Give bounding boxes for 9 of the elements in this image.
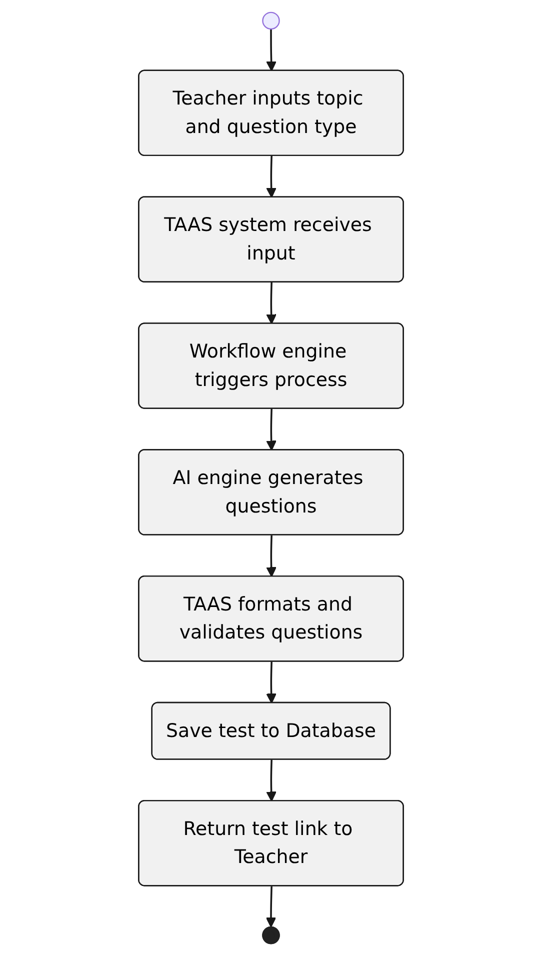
- arrow: [266, 759, 277, 802]
- arrow: [266, 282, 277, 324]
- arrow: [266, 408, 277, 450]
- arrow: [266, 28, 277, 71]
- arrow: [266, 886, 276, 927]
- arrow: [266, 661, 277, 704]
- arrow: [266, 534, 277, 577]
- node-circle: [262, 11, 280, 30]
- arrow: [266, 156, 277, 198]
